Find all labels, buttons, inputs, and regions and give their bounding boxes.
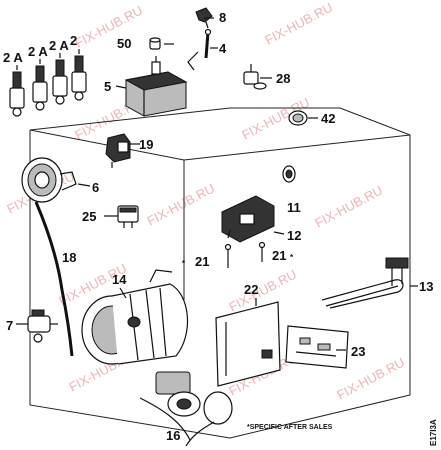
label-19: 19 (139, 137, 153, 152)
label-23: 23 (351, 344, 365, 359)
part-13-heating-element (321, 257, 409, 309)
watermark: FIX-HUB.RU (144, 180, 217, 228)
part-7-inlet-valve (27, 309, 58, 343)
part-6-pressure-switch (21, 157, 77, 203)
label-21: 21 (195, 254, 209, 269)
part-5-timer (124, 56, 188, 117)
part-28-valve (243, 64, 267, 90)
label-14: 14 (112, 272, 127, 287)
label-28: 28 (276, 71, 290, 86)
label-21: 21 (272, 248, 286, 263)
label-18: 18 (62, 250, 76, 265)
label-50: 50 (117, 36, 131, 51)
knob-2a-1 (9, 65, 25, 117)
label-42: 42 (321, 111, 335, 126)
label-22: 22 (244, 282, 258, 297)
label-2: 2 (70, 33, 77, 48)
label-25: 25 (82, 209, 96, 224)
part-23-control-board (285, 325, 349, 369)
knob-2 (71, 49, 87, 101)
part-50-plug (149, 37, 161, 50)
part-16-drain-pump (139, 371, 233, 447)
watermark: FIX-HUB.RU (262, 0, 335, 48)
label-2a: 2 A (49, 38, 69, 53)
label-6: 6 (92, 180, 99, 195)
label-5: 5 (104, 79, 111, 94)
part-21-screw-left (224, 243, 232, 268)
knob-2a-3 (52, 53, 68, 105)
part-18-hose (34, 201, 74, 357)
label-16: 16 (166, 428, 180, 443)
part-4-switch (187, 28, 212, 71)
label-7: 7 (6, 318, 13, 333)
knob-2a-2 (32, 59, 48, 111)
part-11-grommet (282, 165, 296, 183)
watermark: FIX-HUB.RU (312, 182, 385, 230)
part-labels: 2 A 2 A 2 A 2 50 5 8 4 28 42 19 6 25 11 … (3, 10, 433, 443)
reference-code: E17I3A (429, 419, 438, 446)
part-19-door-lock (105, 133, 131, 168)
part-42-cap (288, 110, 308, 126)
footnote: *SPECIFIC AFTER SALES (247, 424, 333, 431)
part-12-module (221, 195, 275, 243)
asterisk: * (182, 259, 186, 268)
label-13: 13 (419, 279, 433, 294)
part-25-filter (117, 205, 139, 228)
label-12: 12 (287, 228, 301, 243)
part-21-screw-right (258, 241, 266, 262)
leader-lines (16, 17, 418, 351)
label-11: 11 (287, 200, 301, 215)
label-2a: 2 A (28, 44, 48, 59)
label-4: 4 (219, 41, 227, 56)
label-8: 8 (219, 10, 226, 25)
watermark: FIX-HUB.RU (72, 2, 145, 50)
label-2a: 2 A (3, 50, 23, 65)
program-selector-knobs (9, 49, 87, 117)
part-22-board (215, 301, 281, 387)
part-14-motor (81, 269, 189, 365)
asterisk: * (290, 253, 294, 262)
